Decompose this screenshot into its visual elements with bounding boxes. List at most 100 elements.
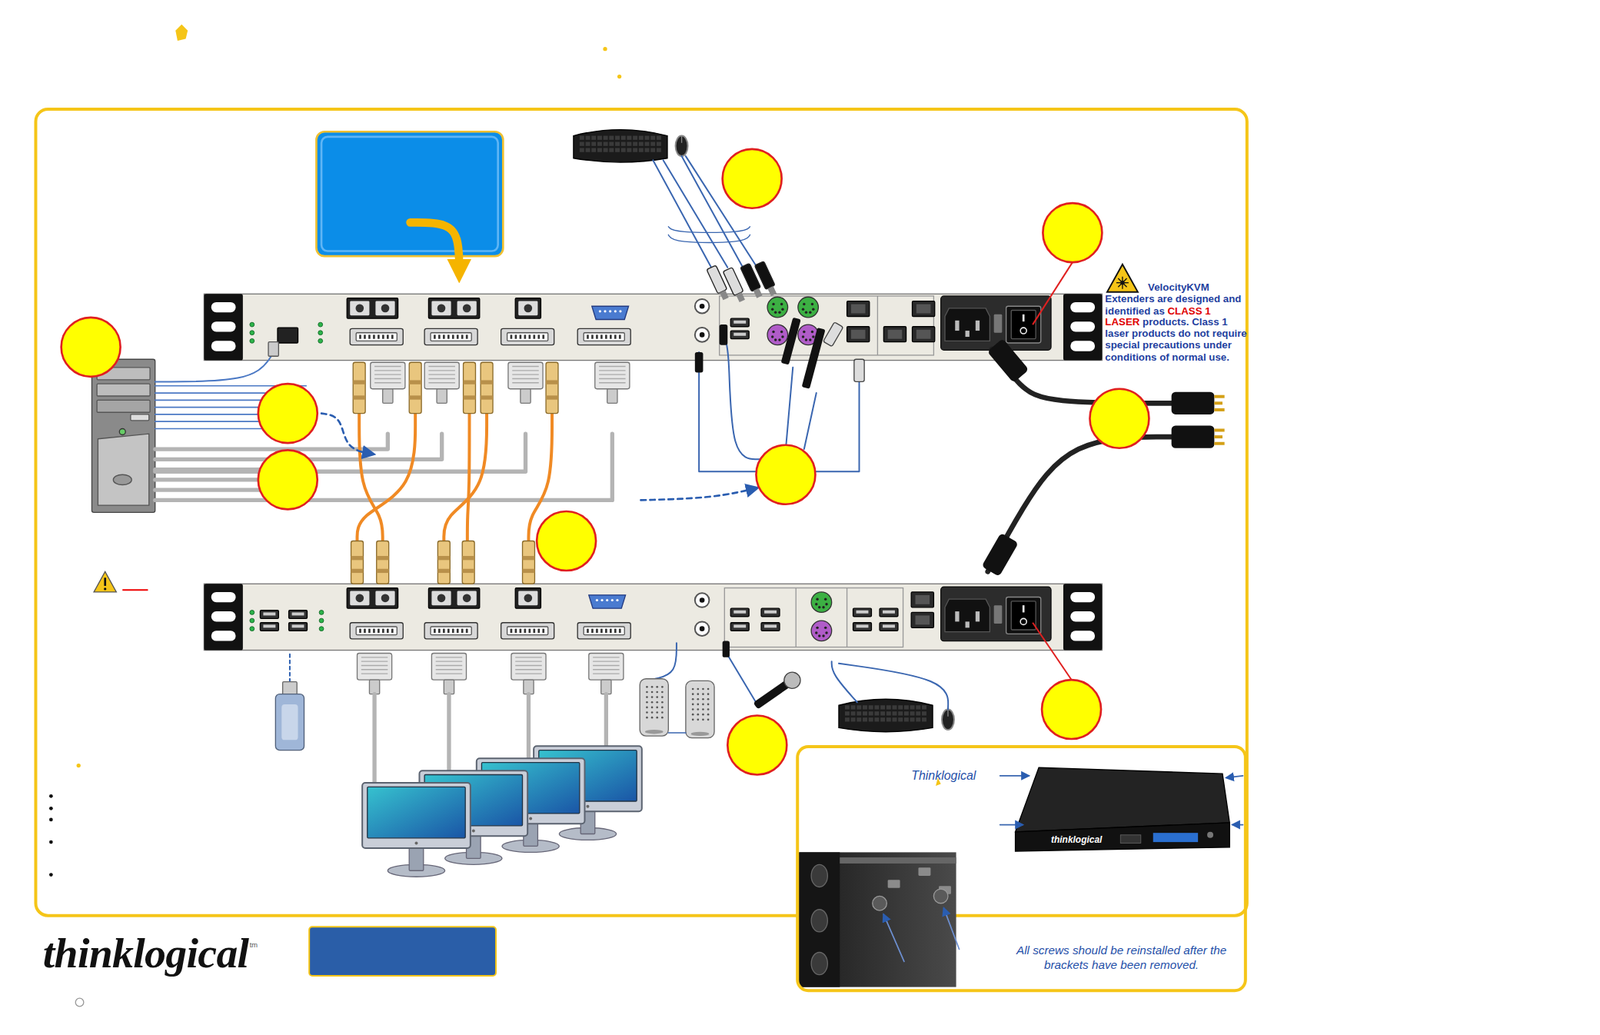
key	[915, 717, 921, 722]
dvi-pin	[461, 334, 464, 339]
plug-band	[522, 555, 536, 560]
note-box-inner	[321, 136, 499, 252]
screw-pointer	[944, 908, 960, 949]
key	[886, 705, 892, 709]
key	[608, 142, 614, 147]
speaker-grille	[707, 698, 710, 701]
rj-port	[883, 326, 906, 343]
key	[656, 136, 662, 140]
plug-boot	[523, 679, 534, 695]
plug-tip	[735, 292, 746, 303]
plug-ridge	[592, 660, 620, 662]
dvi-pin	[609, 334, 613, 339]
status-led	[319, 610, 324, 616]
fiber-socket	[518, 301, 538, 317]
key	[921, 705, 927, 709]
ps2-pin	[818, 634, 821, 637]
fiber-socket	[518, 591, 538, 606]
usb-tongue	[733, 610, 746, 614]
monitor-neck	[409, 845, 424, 871]
brand-box	[309, 926, 496, 976]
plug-ridge	[374, 373, 402, 375]
key	[868, 705, 874, 709]
speaker-grille	[645, 716, 649, 719]
plug-band	[409, 395, 422, 400]
rack-slot	[211, 302, 237, 313]
illustration-part	[602, 46, 607, 51]
vga-pin	[600, 598, 603, 602]
key	[650, 142, 656, 147]
plug-group	[981, 532, 1019, 577]
speaker-grille	[655, 711, 659, 714]
decor-mark	[175, 24, 188, 41]
rj-socket	[851, 304, 866, 314]
cable	[663, 159, 729, 267]
callout-circle	[1041, 679, 1102, 739]
pointer-arrow	[640, 487, 757, 500]
inlet-prong	[975, 320, 980, 331]
mouse-button	[947, 709, 949, 717]
cable	[785, 367, 793, 450]
fiber-plug	[351, 541, 364, 585]
key	[915, 711, 921, 716]
status-led	[249, 610, 255, 616]
bracket-pointer	[1000, 824, 1023, 826]
key	[585, 136, 591, 140]
port-detail	[918, 867, 931, 876]
plug-band	[462, 555, 475, 560]
dvi-port	[349, 328, 403, 345]
fiber-port	[428, 588, 480, 609]
dvi-pin	[618, 334, 622, 339]
plug-ridge	[428, 369, 456, 371]
ps2-pin	[814, 602, 818, 606]
dvi-plug	[511, 653, 546, 681]
rack-slot	[211, 340, 237, 351]
usb-tongue	[882, 610, 895, 614]
ps2-pin	[801, 335, 805, 338]
fiber-cable	[357, 413, 416, 542]
status-led	[249, 618, 255, 623]
plug-ridge	[598, 365, 626, 367]
illustration-part	[617, 74, 622, 79]
panel-divider	[795, 588, 797, 648]
speaker-grille	[661, 716, 664, 719]
key	[615, 136, 620, 140]
floppy-slot	[130, 414, 150, 421]
cable	[655, 642, 677, 679]
dvi-pin	[465, 628, 469, 633]
fiber-ferrule	[524, 304, 533, 313]
dvi-pin	[510, 334, 513, 339]
vga-pin	[615, 598, 619, 602]
plug-ridge	[374, 378, 402, 380]
plug-band	[351, 568, 364, 573]
ps2-pin	[771, 330, 775, 333]
plug-ridge	[361, 665, 389, 666]
key	[856, 711, 862, 716]
key	[862, 717, 868, 722]
dvi-pin	[359, 628, 362, 633]
plug-ridge	[428, 373, 456, 375]
speaker-grille	[696, 718, 699, 721]
plug-boot	[607, 389, 618, 404]
mains-prong	[1214, 408, 1225, 412]
dvi-socket	[430, 626, 472, 636]
video-cable	[604, 694, 609, 751]
dvi-plug	[431, 653, 466, 681]
connector-plug	[706, 265, 728, 294]
dvi-pin	[528, 628, 531, 633]
dvi-pin	[524, 334, 527, 339]
fiber-socket	[457, 591, 477, 606]
key	[621, 147, 626, 152]
plug-ridge	[374, 369, 402, 371]
note-text: All screws should be reinstalled after t…	[1003, 944, 1241, 973]
cable	[804, 392, 817, 450]
monitor-screen	[367, 786, 466, 838]
rj-socket	[916, 329, 932, 340]
dvi-port	[349, 622, 403, 639]
plug-group	[987, 338, 1029, 383]
fiber-plug	[437, 541, 450, 585]
key	[608, 147, 614, 152]
ps2-port	[811, 620, 832, 642]
dvi-pin	[363, 628, 366, 633]
pointer-arrow	[321, 413, 374, 455]
